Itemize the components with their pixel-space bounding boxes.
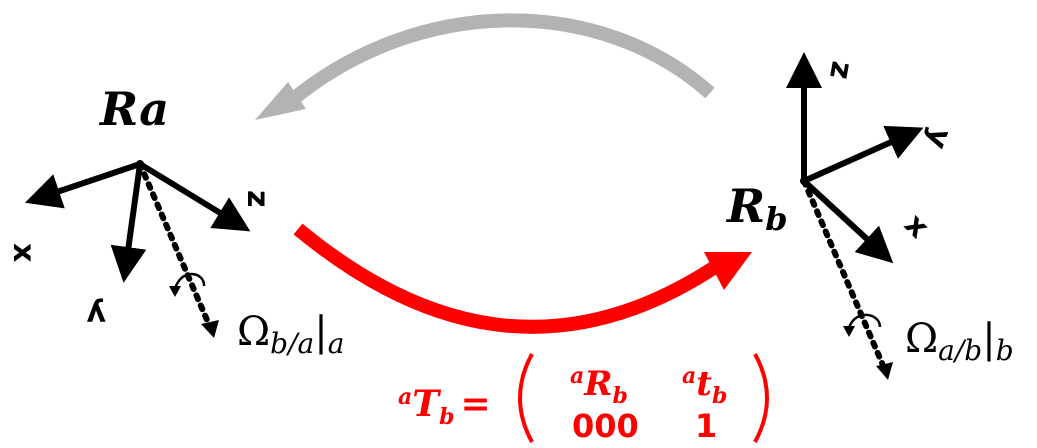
- transform-formula: aTb= aRb atb 000 1: [398, 353, 769, 445]
- formula-r-entry: aRb: [570, 363, 628, 409]
- frame-a-y-axis: [110, 163, 147, 283]
- frame-b-rotation-axis-head: [876, 362, 893, 380]
- frame-a-rotation-axis: [137, 161, 210, 323]
- gray-arrow-head: [255, 82, 306, 120]
- formula-t-sub: b: [712, 383, 727, 409]
- frame-b-z-label: z: [822, 59, 860, 82]
- frame-a-rotation-axis-head: [201, 320, 219, 338]
- omega-b-label: Ωa/b|b: [905, 316, 1014, 367]
- frame-b-label-sub: b: [765, 200, 787, 238]
- formula-r-pre: a: [570, 363, 584, 389]
- frame-a-z-axis: [138, 161, 251, 232]
- frame-a-rotation-curl-head: [169, 286, 181, 297]
- omega-a-bar: |: [314, 309, 327, 355]
- red-transform-arrow: [293, 223, 752, 334]
- gray-arrow-shaft: [287, 13, 715, 106]
- omega-b-sub: a/b: [938, 334, 982, 367]
- frame-a-rotation-curl: [172, 272, 206, 293]
- formula-t-main: t: [696, 364, 712, 404]
- svg-text:Ωa/b|b: Ωa/b|b: [905, 316, 1014, 367]
- frame-b-y-axis: [802, 125, 924, 184]
- formula-one: 1: [695, 407, 717, 443]
- omega-a-sub: b/a: [270, 327, 314, 360]
- formula-r-sub: b: [613, 383, 628, 409]
- frame-b-label-main: R: [725, 179, 765, 233]
- frame-a-label: Ra: [98, 82, 169, 136]
- svg-text:Ωb/a|a: Ωb/a|a: [237, 309, 344, 360]
- frame-a: Ra x y z Ωb/a|a: [6, 82, 344, 360]
- red-arrow-shaft: [293, 223, 722, 334]
- gray-transform-arrow: [255, 13, 715, 120]
- formula-zeros: 000: [572, 407, 639, 443]
- frame-b-rotation-curl-head: [843, 326, 855, 337]
- formula-t-entry: atb: [682, 363, 727, 409]
- formula-eq: =: [460, 383, 490, 425]
- formula-left-paren: [518, 353, 534, 443]
- formula-lhs-main: T: [412, 383, 441, 425]
- frame-a-x-axis: [24, 161, 141, 209]
- frame-b-rotation-axis: [801, 178, 885, 366]
- frame-a-z-label: z: [240, 190, 275, 207]
- omega-a-label: Ωb/a|a: [237, 309, 344, 360]
- omega-b-symbol: Ω: [905, 316, 938, 362]
- omega-a-frame: a: [328, 327, 345, 360]
- formula-t-pre: a: [682, 363, 696, 389]
- frame-b: Rb z y x Ωa/b|b: [725, 52, 1014, 380]
- frame-b-x-axis: [801, 178, 894, 264]
- frame-b-label: Rb: [725, 179, 788, 238]
- omega-b-bar: |: [982, 316, 995, 362]
- formula-lhs-sub: b: [439, 404, 454, 430]
- red-arrow-head: [704, 252, 752, 290]
- frame-a-y-label: y: [86, 297, 106, 332]
- formula-lhs: aTb=: [398, 383, 491, 430]
- formula-right-paren: [753, 353, 769, 443]
- frame-a-x-label: x: [6, 243, 41, 262]
- omega-b-frame: b: [996, 334, 1014, 367]
- omega-a-symbol: Ω: [237, 309, 270, 355]
- frame-b-x-label: x: [897, 207, 935, 245]
- frame-b-y-label: y: [919, 123, 959, 154]
- formula-r-main: R: [583, 364, 612, 404]
- formula-lhs-pre: a: [398, 384, 412, 410]
